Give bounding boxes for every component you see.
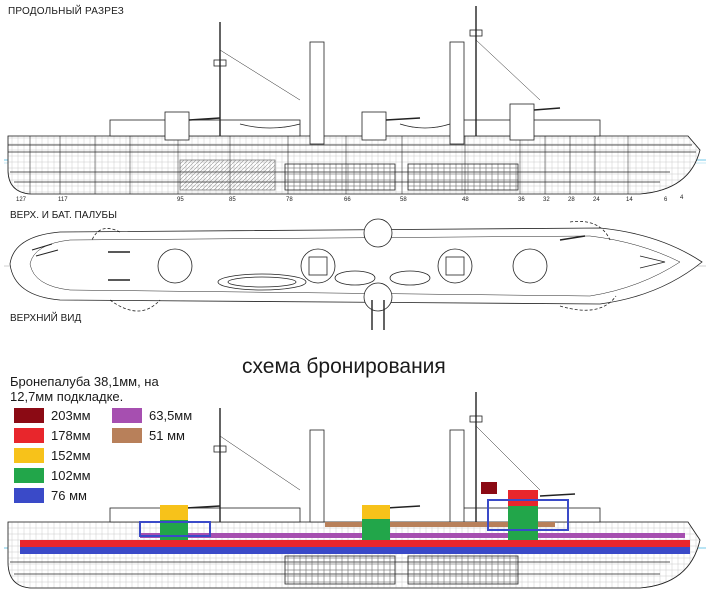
legend-swatch	[112, 408, 142, 423]
profile-view	[4, 6, 706, 195]
turret-armor-102	[508, 506, 538, 540]
frame-number: 78	[286, 197, 293, 203]
armor-76-box	[487, 499, 569, 531]
frame-number: 95	[177, 197, 184, 203]
section-label-profile: ПРОДОЛЬНЫЙ РАЗРЕЗ	[8, 6, 124, 17]
section-label-decks: ВЕРХ. И БАТ. ПАЛУБЫ	[10, 210, 117, 221]
top-view	[4, 218, 706, 330]
deck-armor-note: Бронепалуба 38,1мм, на 12,7мм подкладке.	[10, 374, 159, 404]
armor-overlay	[20, 482, 690, 554]
frame-number: 48	[462, 197, 469, 203]
legend-swatch	[14, 488, 44, 503]
frame-number: 14	[626, 197, 633, 203]
legend-item-203: 203мм	[14, 408, 91, 423]
legend-swatch	[14, 468, 44, 483]
armor-76-box	[139, 521, 211, 537]
legend-item-63-5: 63,5мм	[112, 408, 192, 423]
legend-item-76: 76 мм	[14, 488, 87, 503]
armor-casemate-51	[325, 522, 555, 527]
turret-armor-152	[362, 505, 390, 519]
legend-item-51: 51 мм	[112, 428, 185, 443]
frame-number: 117	[58, 197, 68, 203]
frame-number: 66	[344, 197, 351, 203]
legend-swatch	[14, 408, 44, 423]
armor-belt-63-5	[140, 533, 685, 538]
legend-label: 51 мм	[149, 428, 185, 443]
legend-swatch	[14, 428, 44, 443]
legend-swatch	[112, 428, 142, 443]
frame-number: 28	[568, 197, 575, 203]
legend-item-178: 178мм	[14, 428, 91, 443]
frame-number: 85	[229, 197, 236, 203]
legend-item-152: 152мм	[14, 448, 91, 463]
frame-numbers: 127 117 95 85 78 66 58 48 36 32 28 24 14…	[16, 195, 684, 203]
turret-armor-178	[508, 490, 538, 506]
frame-number: 36	[518, 197, 525, 203]
frame-number: 24	[593, 197, 600, 203]
frame-number: 4	[680, 195, 684, 201]
frame-number: 6	[664, 197, 668, 203]
armor-scheme-title: схема бронирования	[242, 355, 446, 378]
armor-belt-76	[20, 547, 690, 554]
frame-number: 32	[543, 197, 550, 203]
frame-number: 127	[16, 197, 27, 203]
legend-label: 152мм	[51, 448, 91, 463]
legend-label: 203мм	[51, 408, 91, 423]
legend-label: 76 мм	[51, 488, 87, 503]
turret-armor-102	[362, 519, 390, 540]
legend-item-102: 102мм	[14, 468, 91, 483]
armor-belt-178	[20, 540, 690, 547]
legend-swatch	[14, 448, 44, 463]
legend-label: 178мм	[51, 428, 91, 443]
frame-number: 58	[400, 197, 407, 203]
legend-label: 63,5мм	[149, 408, 193, 423]
conning-tower-203	[481, 482, 497, 494]
section-label-top-view: ВЕРХНИЙ ВИД	[10, 313, 82, 324]
armor-profile-view	[4, 392, 706, 589]
turret-armor-152	[160, 505, 188, 520]
legend-label: 102мм	[51, 468, 91, 483]
